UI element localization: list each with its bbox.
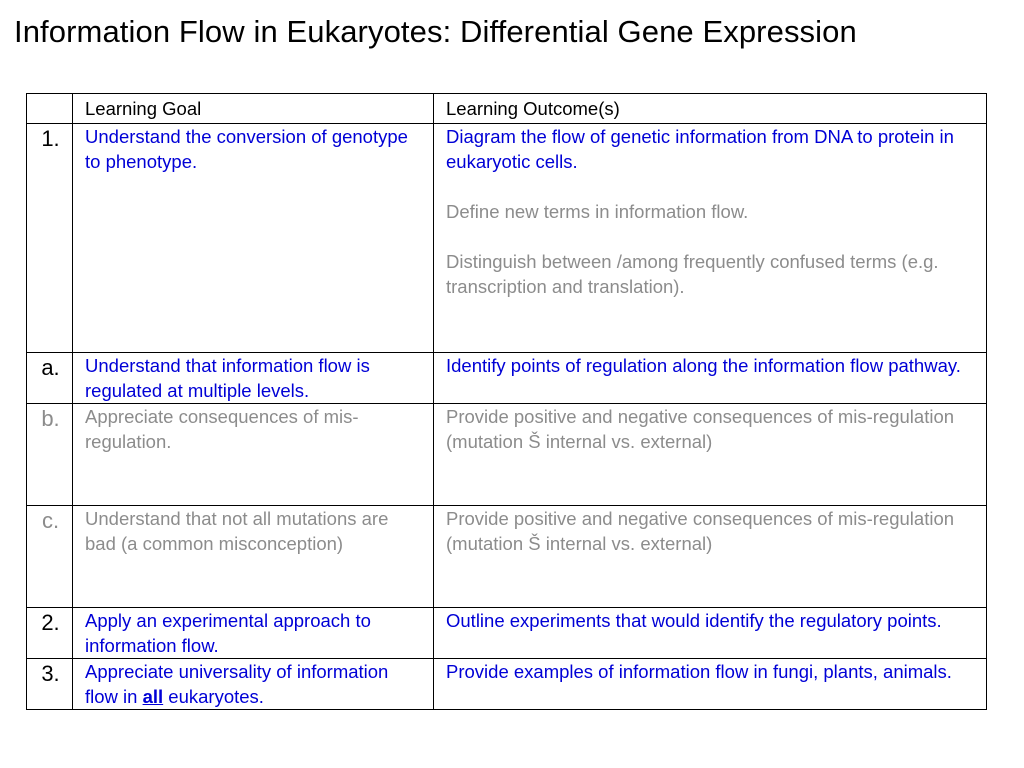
header-number: [26, 93, 73, 124]
row-number: 3.: [26, 658, 73, 710]
table-header-row: Learning Goal Learning Outcome(s): [26, 93, 987, 124]
header-learning-outcomes: Learning Outcome(s): [433, 93, 987, 124]
row-number: c.: [26, 505, 73, 608]
row-number: 2.: [26, 607, 73, 659]
slide-title: Information Flow in Eukaryotes: Differen…: [14, 14, 857, 49]
goal-text: eukaryotes.: [163, 686, 264, 707]
table-row: 2. Apply an experimental approach to inf…: [26, 607, 987, 659]
outcome-text: Diagram the flow of genetic information …: [446, 126, 954, 172]
row-number: a.: [26, 352, 73, 404]
table-row: b. Appreciate consequences of mis-regula…: [26, 403, 987, 506]
row-number: 1.: [26, 123, 73, 353]
header-learning-goal: Learning Goal: [72, 93, 434, 124]
learning-outcome-cell: Diagram the flow of genetic information …: [433, 123, 987, 353]
table-row: a. Understand that information flow is r…: [26, 352, 987, 404]
learning-outcome-cell: Outline experiments that would identify …: [433, 607, 987, 659]
outcome-text: Provide positive and negative consequenc…: [446, 508, 955, 529]
table-row: 3. Appreciate universality of informatio…: [26, 658, 987, 710]
outcome-text: Provide positive and negative consequenc…: [446, 406, 955, 427]
goal-text: Appreciate universality of information f…: [85, 661, 389, 707]
learning-outcome-cell: Identify points of regulation along the …: [433, 352, 987, 404]
learning-goal-cell: Understand that not all mutations are ba…: [72, 505, 434, 608]
learning-outcome-cell: Provide positive and negative consequenc…: [433, 403, 987, 506]
outcome-text: (mutation Š internal vs. external): [446, 533, 713, 554]
learning-goals-table: Learning Goal Learning Outcome(s) 1. Und…: [26, 93, 987, 710]
learning-outcome-cell: Provide positive and negative consequenc…: [433, 505, 987, 608]
table-row: c. Understand that not all mutations are…: [26, 505, 987, 608]
outcome-text: Define new terms in information flow.: [446, 201, 749, 222]
outcome-text: (mutation Š internal vs. external): [446, 431, 713, 452]
learning-outcome-cell: Provide examples of information flow in …: [433, 658, 987, 710]
learning-goal-cell: Appreciate consequences of mis-regulatio…: [72, 403, 434, 506]
learning-goal-cell: Apply an experimental approach to inform…: [72, 607, 434, 659]
emphasis-all: all: [142, 686, 164, 707]
outcome-text: Distinguish between /among frequently co…: [446, 251, 939, 297]
table-row: 1. Understand the conversion of genotype…: [26, 123, 987, 353]
learning-goal-cell: Understand the conversion of genotype to…: [72, 123, 434, 353]
learning-goal-cell: Appreciate universality of information f…: [72, 658, 434, 710]
learning-goal-cell: Understand that information flow is regu…: [72, 352, 434, 404]
row-number: b.: [26, 403, 73, 506]
